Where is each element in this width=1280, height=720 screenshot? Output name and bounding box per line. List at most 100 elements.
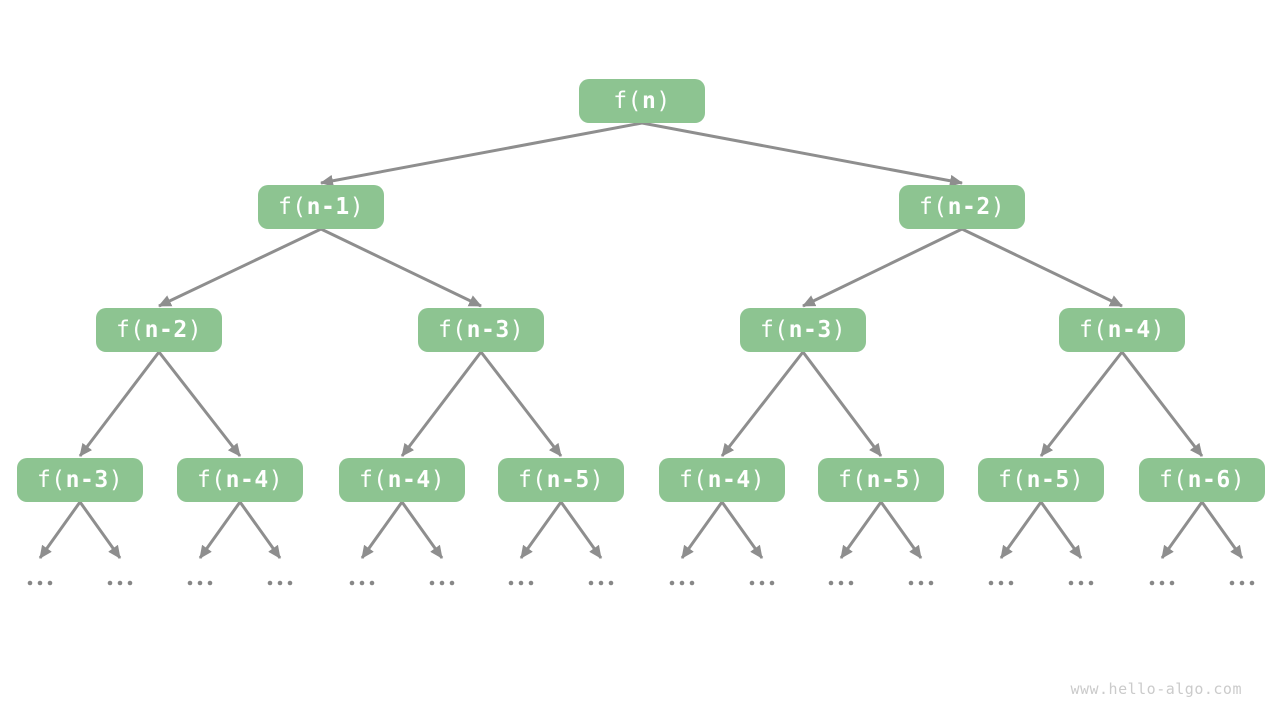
ellipsis-leaf — [1229, 580, 1255, 586]
edge-arrow — [1039, 351, 1124, 457]
edge-arrow — [360, 501, 404, 559]
ellipsis-leaf — [187, 580, 213, 586]
edge-arrow — [38, 501, 82, 559]
edge-arrow — [157, 351, 242, 457]
node-label-argument: n-3 — [788, 316, 832, 343]
ellipsis-leaf — [508, 580, 534, 586]
edge-arrow — [198, 501, 242, 559]
watermark: www.hello-algo.com — [1070, 680, 1242, 698]
node-label-suffix: ) — [430, 466, 446, 493]
ellipsis-leaf — [988, 580, 1014, 586]
node-label-prefix: f( — [115, 316, 145, 343]
ellipsis-leaf — [828, 580, 854, 586]
ellipsis-leaf — [1068, 580, 1094, 586]
tree-node-f-n-5: f(n-5) — [498, 458, 624, 502]
tree-node-f-n-5: f(n-5) — [978, 458, 1104, 502]
node-label-suffix: ) — [589, 466, 605, 493]
tree-node-f-n-3: f(n-3) — [740, 308, 866, 352]
node-label-prefix: f( — [437, 316, 467, 343]
node-label-prefix: f( — [1078, 316, 1108, 343]
edge-arrow — [720, 351, 805, 457]
node-label-argument: n-4 — [387, 466, 431, 493]
node-label-suffix: ) — [108, 466, 124, 493]
node-label-argument: n-2 — [144, 316, 188, 343]
node-label-suffix: ) — [187, 316, 203, 343]
ellipsis-leaf — [669, 580, 695, 586]
tree-node-f-n-4: f(n-4) — [659, 458, 785, 502]
tree-node-f-n-6: f(n-6) — [1139, 458, 1265, 502]
edge-arrow — [879, 501, 923, 559]
node-label-prefix: f( — [918, 193, 948, 220]
node-label-argument: n-3 — [65, 466, 109, 493]
edge-arrow — [1039, 501, 1083, 559]
node-label-argument: n-4 — [707, 466, 751, 493]
node-label-suffix: ) — [831, 316, 847, 343]
ellipsis-leaf — [588, 580, 614, 586]
edge-arrow — [400, 501, 444, 559]
edge-arrow — [641, 121, 963, 187]
node-label-argument: n-2 — [947, 193, 991, 220]
node-label-suffix: ) — [909, 466, 925, 493]
node-label-suffix: ) — [268, 466, 284, 493]
tree-node-f-n-4: f(n-4) — [1059, 308, 1185, 352]
node-label-prefix: f( — [759, 316, 789, 343]
node-label-prefix: f( — [613, 87, 642, 114]
edge-arrow — [1200, 501, 1244, 559]
edge-arrow — [999, 501, 1043, 559]
edge-arrow — [519, 501, 563, 559]
ellipsis-leaf — [429, 580, 455, 586]
edge-arrow — [400, 351, 483, 457]
edge-arrow — [720, 501, 764, 559]
node-label-prefix: f( — [358, 466, 388, 493]
node-label-suffix: ) — [1150, 316, 1166, 343]
node-label-prefix: f( — [36, 466, 66, 493]
tree-node-f-n-4: f(n-4) — [177, 458, 303, 502]
ellipsis-leaf — [349, 580, 375, 586]
node-label-suffix: ) — [1230, 466, 1246, 493]
node-label-prefix: f( — [517, 466, 547, 493]
node-label-argument: n-5 — [866, 466, 910, 493]
node-label-prefix: f( — [837, 466, 867, 493]
tree-node-f-n-4: f(n-4) — [339, 458, 465, 502]
node-label-argument: n-4 — [225, 466, 269, 493]
node-label-argument: n — [641, 87, 657, 114]
tree-node-f-n-5: f(n-5) — [818, 458, 944, 502]
node-label-prefix: f( — [196, 466, 226, 493]
node-label-suffix: ) — [990, 193, 1006, 220]
node-label-suffix: ) — [349, 193, 365, 220]
node-label-argument: n-4 — [1107, 316, 1151, 343]
tree-node-f-n: f(n) — [579, 79, 705, 123]
node-label-prefix: f( — [997, 466, 1027, 493]
node-label-argument: n-1 — [306, 193, 350, 220]
ellipsis-leaf — [107, 580, 133, 586]
edge-arrow — [801, 351, 883, 457]
tree-node-f-n-3: f(n-3) — [418, 308, 544, 352]
node-label-suffix: ) — [509, 316, 525, 343]
tree-node-f-n-2: f(n-2) — [899, 185, 1025, 229]
edge-arrow — [78, 351, 161, 457]
edge-arrow — [320, 121, 643, 187]
node-label-prefix: f( — [277, 193, 307, 220]
edge-arrow — [839, 501, 883, 559]
ellipsis-leaf — [908, 580, 934, 586]
ellipsis-leaf — [749, 580, 775, 586]
tree-node-f-n-1: f(n-1) — [258, 185, 384, 229]
edge-arrow — [1120, 351, 1204, 457]
tree-node-f-n-3: f(n-3) — [17, 458, 143, 502]
node-label-argument: n-3 — [466, 316, 510, 343]
node-label-suffix: ) — [750, 466, 766, 493]
node-label-suffix: ) — [656, 87, 671, 114]
edge-arrow — [559, 501, 603, 559]
node-label-argument: n-5 — [546, 466, 590, 493]
edge-arrow — [1160, 501, 1204, 559]
node-label-suffix: ) — [1069, 466, 1085, 493]
edge-arrow — [802, 227, 963, 308]
node-label-prefix: f( — [1158, 466, 1188, 493]
ellipsis-leaf — [1149, 580, 1175, 586]
edge-arrow — [158, 227, 322, 308]
ellipsis-leaf — [27, 580, 53, 586]
ellipsis-leaf — [267, 580, 293, 586]
edge-arrow — [680, 501, 724, 559]
